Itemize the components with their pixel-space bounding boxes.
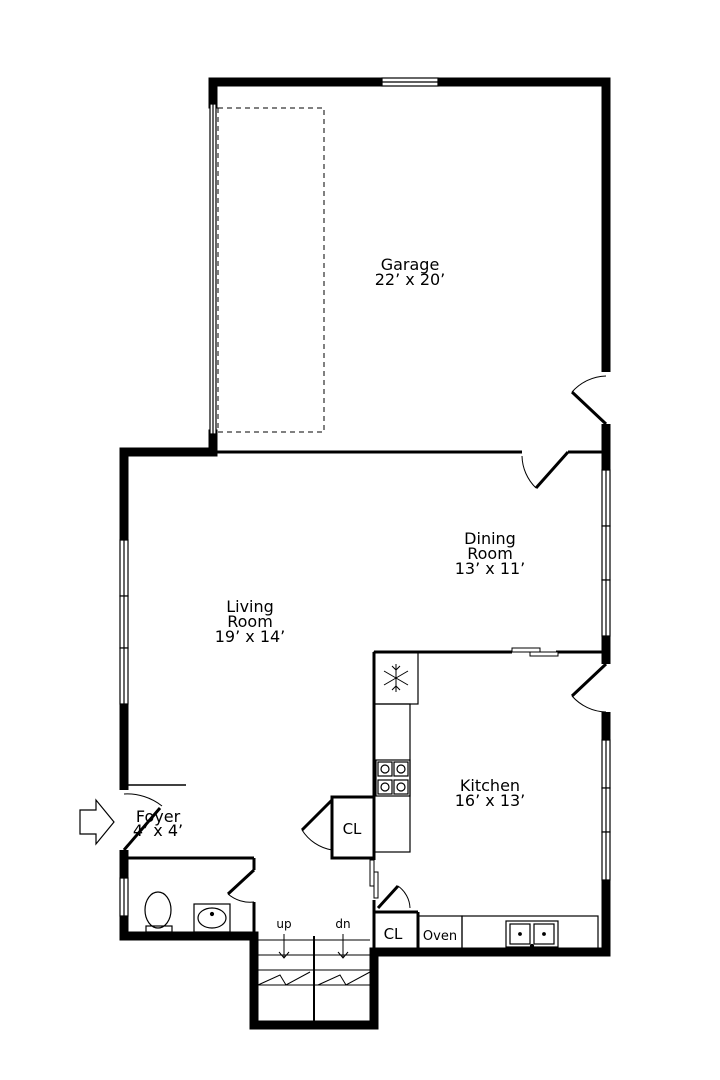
bath-sink-icon — [193, 903, 231, 933]
garage-size: 22’ x 20’ — [375, 270, 446, 289]
exterior-walls — [119, 77, 611, 1030]
stairs-up-label: up — [276, 917, 291, 931]
kitchen-name: Kitchen — [460, 776, 520, 795]
kitchen-sliding-door — [511, 647, 559, 657]
interior-walls — [124, 450, 602, 952]
closet-right-label: CL — [384, 925, 403, 943]
entry-arrow-icon — [79, 798, 115, 846]
living-name-line1: Living — [226, 597, 274, 616]
foyer-name: Foyer — [136, 807, 181, 826]
double-sink-icon — [505, 920, 559, 949]
left-closet-door — [300, 798, 334, 851]
kitchen-exterior-door — [570, 662, 611, 713]
kitchen-side-door — [369, 859, 379, 899]
stairs-up-arrow-icon — [278, 934, 290, 959]
stairs-down-arrow-icon — [337, 934, 349, 959]
garage-parking-outline — [217, 107, 325, 433]
garage-dining-door — [521, 449, 602, 489]
closet-left-label: CL — [343, 820, 362, 838]
garage-name: Garage — [381, 255, 440, 274]
kitchen-fixtures — [373, 651, 599, 951]
doors — [119, 372, 611, 910]
toilet-icon — [144, 891, 173, 933]
garage-side-door — [570, 372, 611, 426]
right-closet-door — [376, 884, 411, 910]
stairs — [257, 934, 371, 1021]
front-door — [119, 790, 163, 851]
bath-door — [226, 868, 256, 903]
living-size: 19’ x 14’ — [215, 627, 286, 646]
stairs-down-label: dn — [335, 917, 350, 931]
bath-fixtures — [144, 891, 231, 933]
foyer-size: 4’ x 4’ — [133, 821, 183, 840]
dining-name-line1: Dining — [464, 529, 516, 548]
living-name-line2: Room — [227, 612, 273, 631]
windows — [119, 77, 611, 917]
oven-label: Oven — [423, 929, 457, 944]
dining-name-line2: Room — [467, 544, 513, 563]
snowflake-icon — [383, 664, 409, 692]
dining-size: 13’ x 11’ — [455, 559, 526, 578]
cooktop-icon — [375, 759, 411, 797]
kitchen-size: 16’ x 13’ — [455, 791, 526, 810]
